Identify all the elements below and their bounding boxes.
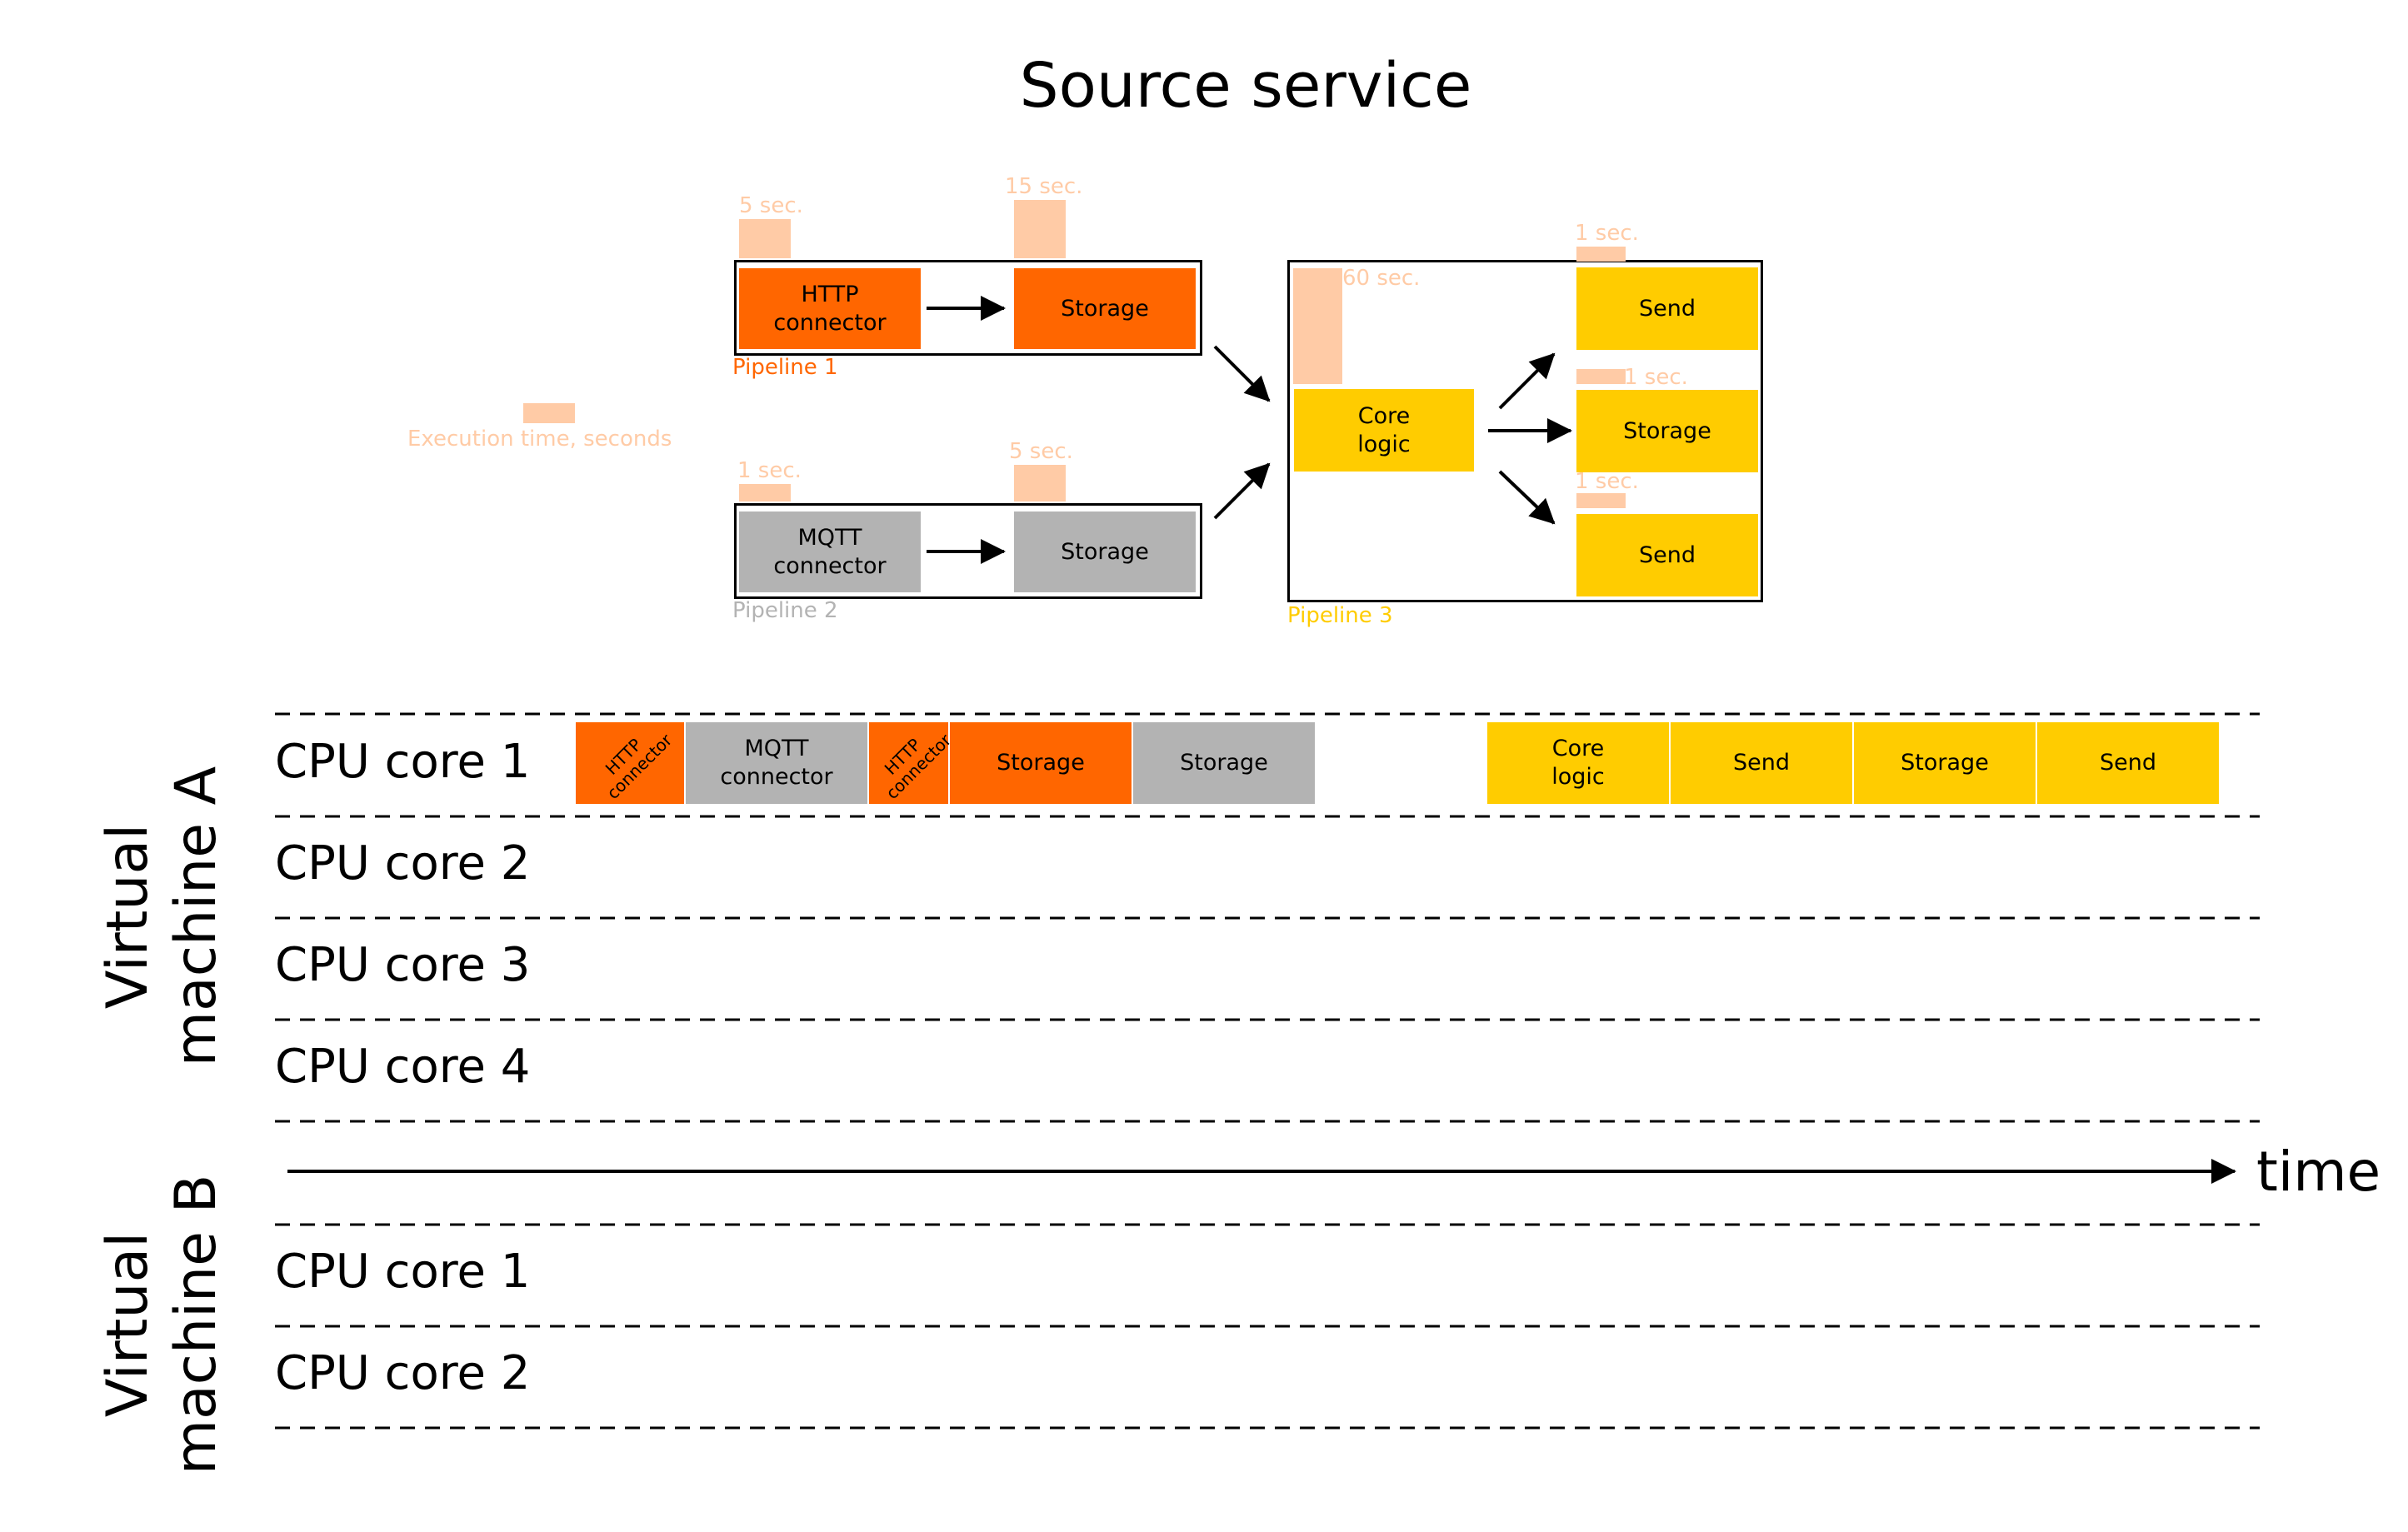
- arrow-core-to-send1: [1498, 352, 1556, 410]
- pipeline-3-storage: Storage: [1576, 390, 1758, 472]
- time-label-p3-send-2: 1 sec.: [1575, 469, 1639, 494]
- legend-label: Execution time, seconds: [407, 427, 672, 452]
- time-bar-p3-send-2: [1576, 493, 1626, 508]
- schedule-task-send-2: Send: [2037, 722, 2219, 804]
- schedule-task-storage-p1: Storage: [950, 722, 1132, 804]
- time-label-p3-send-1: 1 sec.: [1575, 221, 1639, 246]
- time-bar-p2-mqtt: [739, 484, 791, 502]
- vm-b-cpu-core-2: CPU core 2: [275, 1346, 531, 1400]
- pipeline-3-label: Pipeline 3: [1287, 603, 1393, 628]
- time-label-p1-storage: 15 sec.: [1005, 174, 1083, 199]
- pipeline-1-http-connector: HTTP connector: [739, 268, 921, 349]
- time-label-p1-http: 5 sec.: [739, 193, 803, 218]
- vm-a-cpu-core-3: CPU core 3: [275, 938, 531, 992]
- schedule-task-http-connector-2: HTTP connector: [869, 722, 955, 804]
- time-bar-p2-storage: [1014, 465, 1066, 502]
- time-bar-p1-http: [739, 219, 791, 258]
- schedule-task-http-connector: HTTP connector: [576, 722, 684, 804]
- arrow-core-to-send2: [1498, 470, 1556, 525]
- time-axis-label: time: [2256, 1140, 2381, 1204]
- schedule-task-core-logic: Core logic: [1487, 722, 1669, 804]
- pipeline-3-send-1: Send: [1576, 267, 1758, 350]
- schedule-task-send-1: Send: [1671, 722, 1852, 804]
- time-bar-p3-core: [1293, 268, 1342, 384]
- time-label-p2-mqtt: 1 sec.: [737, 458, 802, 483]
- vm-b-label: Virtual machine B: [95, 1174, 229, 1475]
- pipeline-3-frame: [1287, 260, 1763, 602]
- pipeline-2-frame: [734, 503, 1202, 599]
- diagram-title: Source service: [1019, 50, 1472, 122]
- vm-a-label: Virtual machine A: [95, 766, 229, 1067]
- pipeline-2-label: Pipeline 2: [732, 598, 838, 623]
- pipeline-1-frame: [734, 260, 1202, 356]
- pipeline-3-core-logic: Core logic: [1294, 389, 1474, 472]
- pipeline-1-storage: Storage: [1014, 268, 1196, 349]
- pipeline-2-storage: Storage: [1014, 511, 1196, 592]
- schedule-task-storage-p3: Storage: [1854, 722, 2036, 804]
- schedule-task-storage-p2: Storage: [1133, 722, 1315, 804]
- vm-b-cpu-core-1: CPU core 1: [275, 1245, 531, 1299]
- arrow-p2-to-p3: [1213, 462, 1271, 520]
- time-bar-p1-storage: [1014, 200, 1066, 258]
- timeline-gridlines: [275, 712, 2260, 1430]
- vm-a-cpu-core-1: CPU core 1: [275, 735, 531, 789]
- schedule-task-mqtt-connector: MQTT connector: [686, 722, 867, 804]
- legend-swatch: [523, 403, 575, 423]
- time-label-p2-storage: 5 sec.: [1009, 439, 1073, 464]
- time-label-p3-storage: 1 sec.: [1624, 365, 1688, 390]
- time-label-p3-core: 60 sec.: [1342, 266, 1421, 291]
- pipeline-1-label: Pipeline 1: [732, 355, 838, 380]
- pipeline-3-send-2: Send: [1576, 514, 1758, 596]
- time-bar-p3-storage: [1576, 369, 1626, 384]
- time-bar-p3-send-1: [1576, 247, 1626, 262]
- vm-a-cpu-core-4: CPU core 4: [275, 1040, 531, 1094]
- vm-a-cpu-core-2: CPU core 2: [275, 836, 531, 891]
- pipeline-2-mqtt-connector: MQTT connector: [739, 511, 921, 592]
- arrow-p1-to-p3: [1213, 345, 1271, 402]
